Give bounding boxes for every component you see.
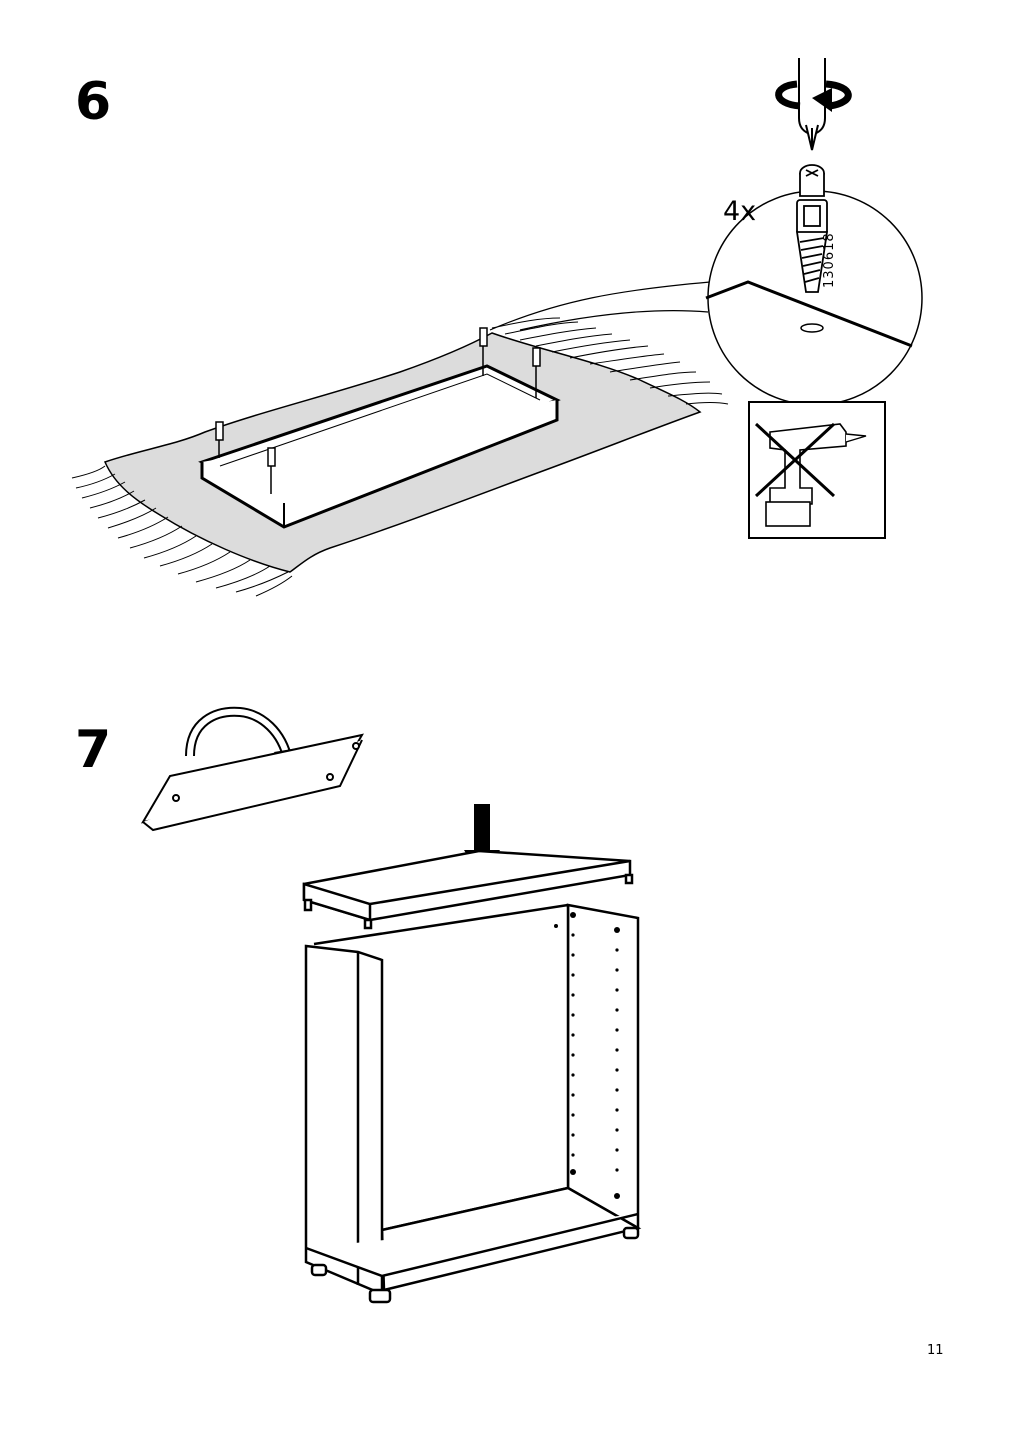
part-number-label: 130618 [822, 232, 837, 288]
board-panel [198, 364, 561, 529]
step-6-number: 6 [75, 72, 112, 132]
screwdriver-icon [798, 58, 826, 151]
cam-dowel-small [215, 327, 541, 494]
detail-magnifier [705, 190, 923, 406]
shelf-pin-holes [554, 912, 620, 1199]
step-7-number: 7 [75, 720, 112, 780]
shelf-pin-hole-rows [571, 933, 619, 1172]
cam-lock-dowel-icon [795, 164, 829, 293]
rotate-arrow-icon [775, 80, 852, 112]
top-panel [302, 849, 634, 930]
cabinet-frame-icon [304, 903, 642, 1304]
flipped-board [140, 733, 364, 832]
no-power-drill-icon [748, 401, 886, 539]
page-number: 11 [927, 1343, 944, 1358]
quantity-label: 4x [723, 196, 757, 227]
